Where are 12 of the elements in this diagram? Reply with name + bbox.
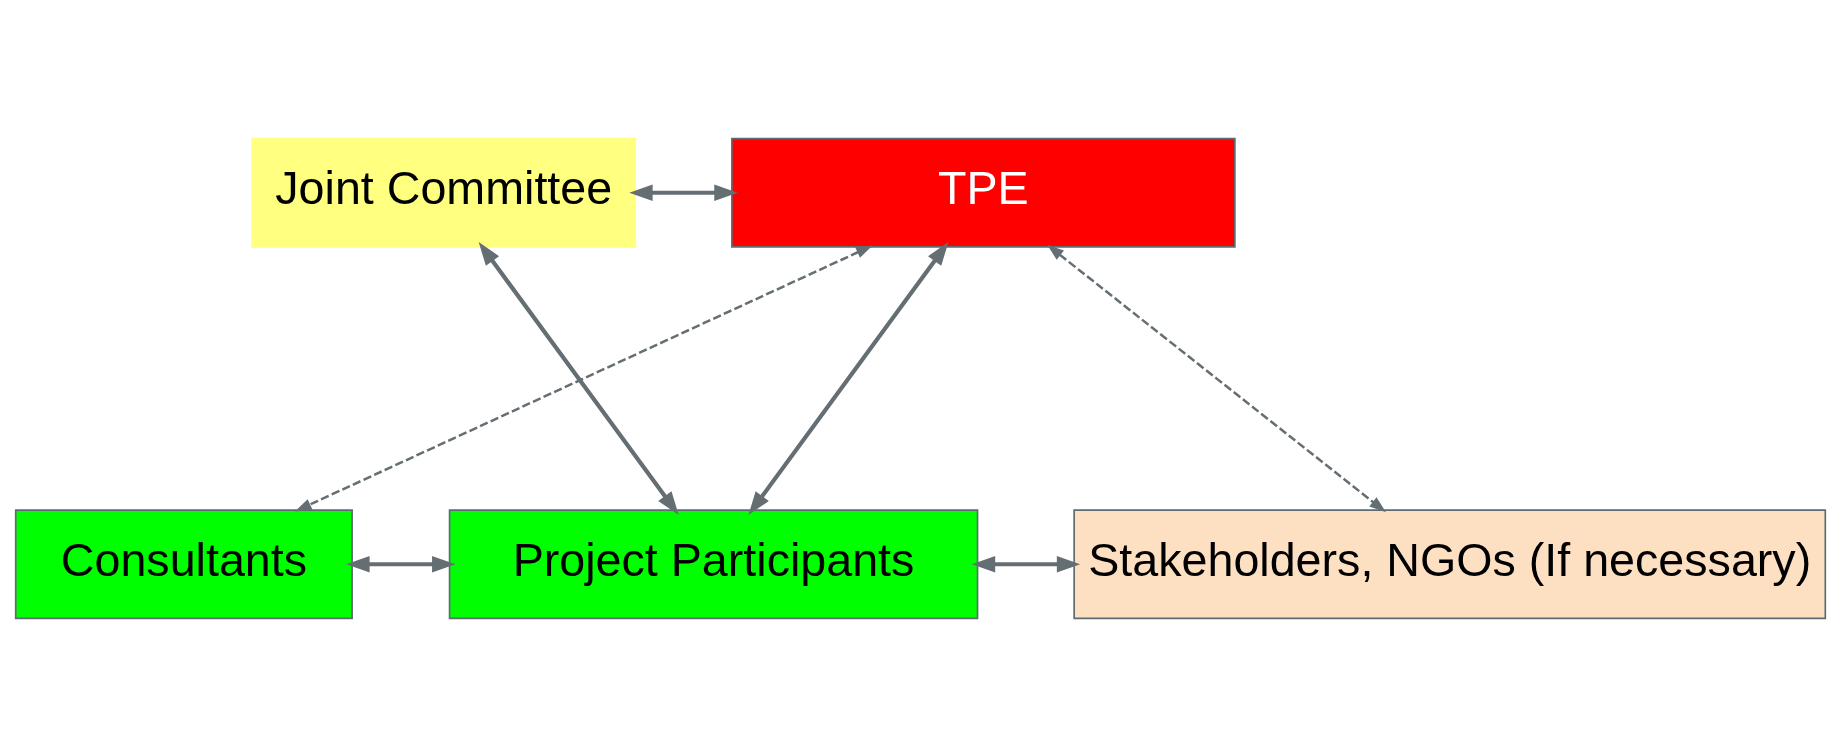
arrow (748, 241, 949, 515)
node-box: Project Participants (448, 508, 979, 619)
node-box: Consultants (14, 508, 353, 619)
arrow (478, 241, 679, 515)
arrow (629, 184, 738, 201)
node-box: Joint Committee (251, 137, 637, 248)
arrow (346, 555, 456, 572)
node-box: Stakeholders, NGOs (If necessary) (1073, 508, 1827, 619)
node-box: TPE (731, 137, 1236, 248)
arrow (971, 555, 1081, 572)
arrow (1047, 244, 1386, 512)
arrow (294, 244, 873, 511)
